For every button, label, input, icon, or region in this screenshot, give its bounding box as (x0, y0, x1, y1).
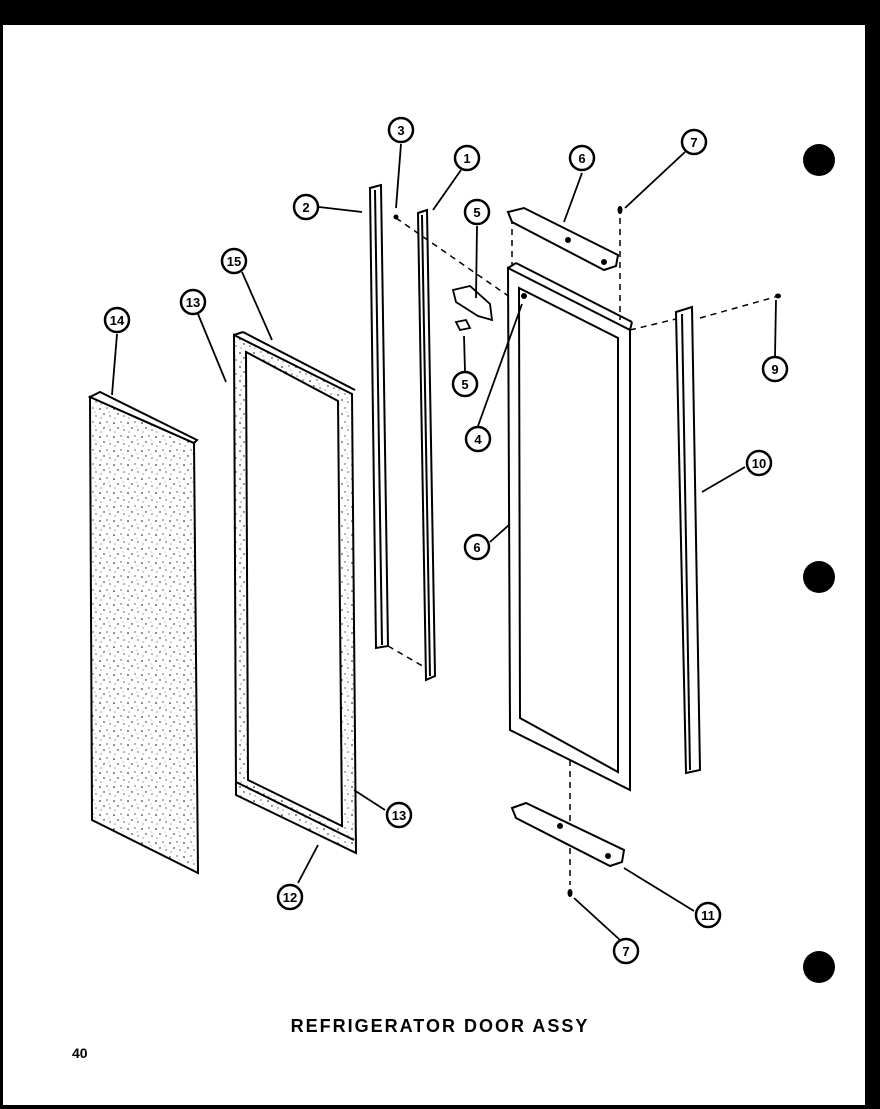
part-10-side-strip (674, 305, 702, 775)
svg-text:3: 3 (397, 123, 404, 138)
svg-text:5: 5 (461, 377, 468, 392)
callout-13-lower: 13 (385, 801, 413, 829)
callout-4: 4 (464, 425, 492, 453)
svg-text:13: 13 (392, 808, 406, 823)
part-1-breaker-strip (416, 208, 437, 682)
binder-hole-top (803, 144, 835, 176)
screws (393, 206, 781, 897)
callout-10: 10 (745, 449, 773, 477)
callout-6-middle: 6 (463, 533, 491, 561)
svg-text:2: 2 (302, 200, 309, 215)
svg-text:14: 14 (110, 313, 125, 328)
callout-6-top: 6 (568, 144, 596, 172)
part-11-bottom-bracket (510, 801, 626, 868)
part-13-gasket-frame (232, 331, 358, 855)
callout-13-upper: 13 (179, 288, 207, 316)
svg-text:5: 5 (473, 205, 480, 220)
page-number: 40 (72, 1045, 88, 1061)
callout-7-top: 7 (680, 128, 708, 156)
part-5-hinge-pieces (451, 285, 494, 332)
svg-text:15: 15 (227, 254, 241, 269)
svg-text:7: 7 (690, 135, 697, 150)
svg-text:1: 1 (463, 151, 470, 166)
leader-lines (111, 143, 777, 941)
svg-text:6: 6 (473, 540, 480, 555)
callout-15: 15 (220, 247, 248, 275)
callout-3: 3 (387, 116, 415, 144)
svg-text:13: 13 (186, 295, 200, 310)
callout-7-bottom: 7 (612, 937, 640, 965)
callout-5-lower: 5 (451, 370, 479, 398)
callout-1: 1 (453, 144, 481, 172)
part-6-door-liner (506, 262, 633, 792)
svg-text:7: 7 (622, 944, 629, 959)
svg-text:10: 10 (752, 456, 766, 471)
binder-hole-bottom (803, 951, 835, 983)
callout-2: 2 (292, 193, 320, 221)
svg-text:4: 4 (474, 432, 482, 447)
svg-text:6: 6 (578, 151, 585, 166)
part-14-door-panel (87, 390, 200, 875)
svg-text:12: 12 (283, 890, 297, 905)
callout-11: 11 (694, 901, 722, 929)
callout-5-upper: 5 (463, 198, 491, 226)
svg-text:11: 11 (701, 908, 715, 923)
binder-hole-middle (803, 561, 835, 593)
diagram-title: REFRIGERATOR DOOR ASSY (290, 1016, 590, 1036)
callout-12: 12 (276, 883, 304, 911)
part-6-top-bracket (506, 206, 620, 272)
svg-text:9: 9 (771, 362, 778, 377)
callout-9: 9 (761, 355, 789, 383)
callout-14: 14 (103, 306, 131, 334)
